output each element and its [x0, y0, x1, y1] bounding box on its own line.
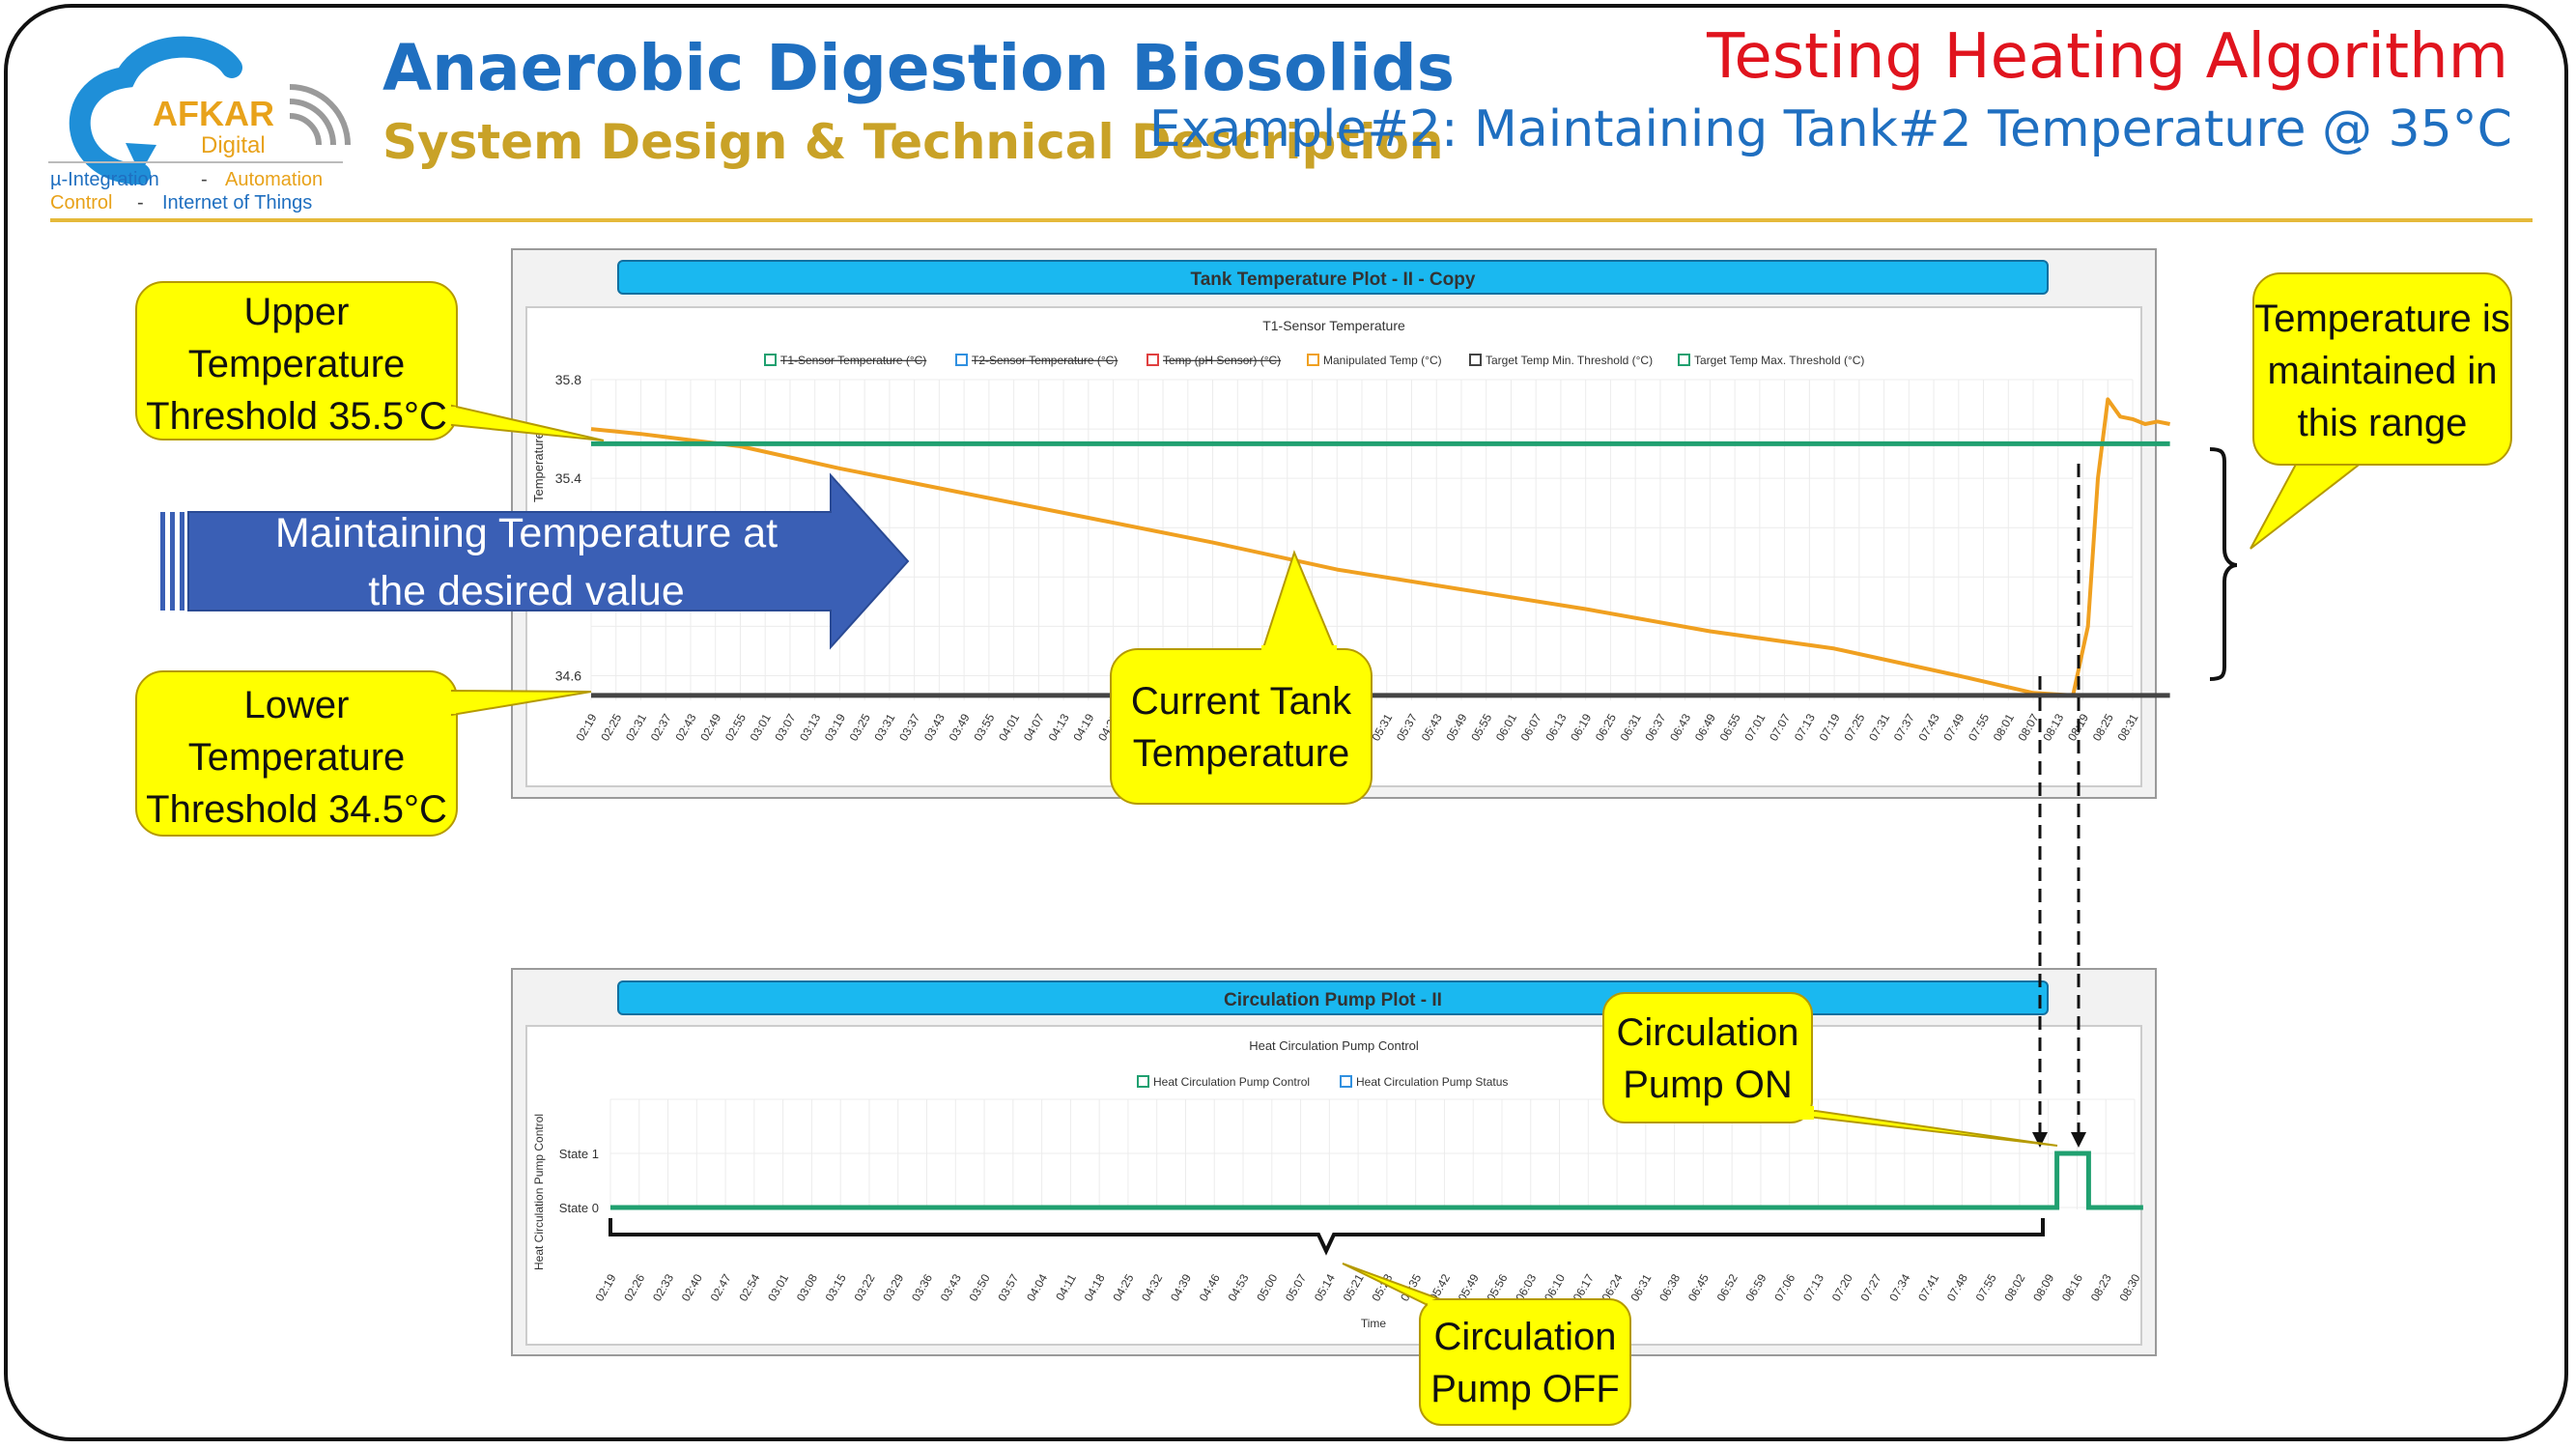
panel-title-bar — [617, 260, 2049, 295]
maintain-arrow — [160, 472, 910, 650]
chart-legend: T1-Sensor Temperature (°C) T2-Sensor Temp… — [764, 354, 1864, 367]
callout-upper-threshold: Upper Temperature Threshold 35.5°C — [146, 291, 447, 438]
legend-swatch — [1307, 354, 1319, 366]
arrow-label: Maintaining Temperature at the desired v… — [274, 510, 778, 614]
callout-lower-shape — [135, 670, 592, 837]
callout-pump-off: Circulation Pump OFF — [1430, 1316, 1620, 1410]
callout-pump-off-shape — [1342, 1263, 1631, 1426]
logo-line1-sep: - — [201, 169, 208, 190]
arrowhead — [2032, 1132, 2048, 1148]
legend-item: T2-Sensor Temperature (°C) — [972, 354, 1118, 367]
logo-line1-left: µ-Integration — [50, 169, 159, 190]
series-line-0 — [610, 1151, 2143, 1210]
callout-maintained-shape — [2250, 272, 2512, 550]
logo-line2-right: Internet of Things — [162, 192, 312, 213]
y-tick-label: State 0 — [559, 1201, 599, 1215]
legend-item: Manipulated Temp (°C) — [1323, 354, 1442, 367]
legend-swatch — [764, 354, 777, 366]
y-axis-label: Temperature — [531, 432, 546, 502]
chart-series — [590, 397, 2170, 698]
legend-swatch — [1469, 354, 1482, 366]
right-title: Testing Heating Algorithm — [1707, 21, 2508, 93]
callout-pump-on-shape — [1602, 992, 2058, 1147]
chart-legend: Heat Circulation Pump Control Heat Circul… — [1137, 1075, 1508, 1089]
y-tick-label: 35.4 — [555, 470, 581, 486]
y-tick-label: 34.6 — [555, 668, 581, 683]
header-divider — [50, 218, 2533, 222]
y-tick-label: State 1 — [559, 1147, 599, 1161]
chart-series — [610, 1151, 2143, 1210]
legend-swatch — [1340, 1075, 1352, 1088]
callout-temperature-range: Temperature is maintained in this range — [2254, 298, 2510, 444]
logo-line2-sep: - — [137, 192, 144, 213]
chart-title: Heat Circulation Pump Control — [1249, 1038, 1419, 1053]
y-axis-ticks: 35.8 35.4 34.6 — [555, 372, 581, 683]
y-axis-ticks: State 1 State 0 — [559, 1147, 599, 1215]
legend-item: Target Temp Max. Threshold (°C) — [1694, 354, 1864, 367]
legend-swatch — [955, 354, 968, 366]
panel-title: Tank Temperature Plot - II - Copy — [1191, 270, 1476, 290]
callout-pump-on: Circulation Pump ON — [1616, 1011, 1799, 1106]
logo-sub: Digital — [201, 132, 266, 158]
legend-item: Heat Circulation Pump Control — [1153, 1075, 1310, 1089]
legend-swatch — [1146, 354, 1159, 366]
logo-line1-right: Automation — [225, 169, 323, 190]
callout-upper-shape — [135, 281, 605, 441]
afkar-logo-graphic: AFKAR Digital µ-Integration - Automation… — [48, 36, 351, 213]
callout-lower-threshold: Lower Temperature Threshold 34.5°C — [146, 684, 447, 831]
logo-name: AFKAR — [153, 94, 274, 133]
legend-swatch — [1678, 354, 1690, 366]
callout-current-temperature: Current Tank Temperature — [1130, 680, 1352, 775]
x-axis-label: Time — [1361, 1317, 1387, 1330]
range-bracket — [2209, 447, 2238, 681]
legend-swatch — [1137, 1075, 1149, 1088]
page-subtitle: System Design & Technical Description — [382, 114, 1444, 170]
legend-item: Target Temp Min. Threshold (°C) — [1486, 354, 1653, 367]
circulation-pump-panel: Circulation Pump Plot - II Heat Circulat… — [511, 968, 2157, 1356]
callout-current-shape — [1110, 550, 1373, 805]
y-tick-label: 35.8 — [555, 372, 581, 387]
panel-title: Circulation Pump Plot - II — [1224, 990, 1442, 1010]
page-title: Anaerobic Digestion Biosolids — [382, 31, 1456, 105]
y-axis-label: Heat Circulation Pump Control — [532, 1114, 546, 1270]
series-line-0 — [590, 397, 2170, 697]
chart-grid — [609, 1098, 2136, 1209]
logo-line2-left: Control — [50, 192, 112, 213]
chart-area — [525, 1025, 2142, 1346]
legend-item: Temp (pH Sensor) (°C) — [1163, 354, 1281, 367]
right-subtitle: Example#2: Maintaining Tank#2 Temperatur… — [1148, 100, 2512, 158]
chart-title: T1-Sensor Temperature — [1262, 318, 1405, 333]
arrowhead — [2071, 1132, 2086, 1148]
afkar-logo: AFKAR Digital µ-Integration - Automation… — [48, 29, 357, 222]
legend-item: T1-Sensor Temperature (°C) — [780, 354, 926, 367]
legend-item: Heat Circulation Pump Status — [1356, 1075, 1508, 1089]
pump-off-bracket — [609, 1218, 2045, 1256]
